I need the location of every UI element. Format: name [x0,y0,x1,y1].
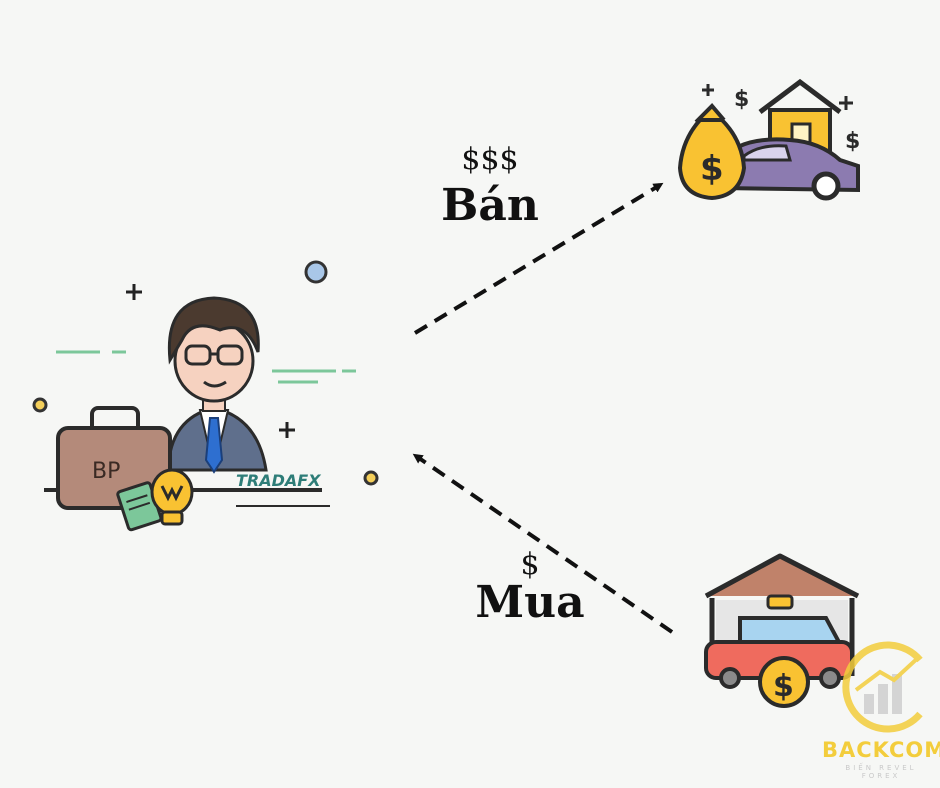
watermark-brand: BACKCOM [822,738,940,762]
desk-brand: TRADAFX [236,471,321,490]
buy-price-label: $ [520,547,540,582]
sell-arrow [413,182,664,335]
watermark-tagline: BIẾN REVEL FOREX [845,764,917,780]
svg-text:$: $ [700,149,724,189]
svg-text:$: $ [845,129,860,154]
sell-label: Bán [441,180,539,231]
buy-label: Mua [475,577,585,628]
buy-arrow [412,453,674,634]
trader-illustration: BP TRADAFX [32,260,379,532]
sell-price-label: $$$ [461,142,519,177]
assets-illustration: $ $ $ [677,78,860,201]
svg-text:$: $ [734,87,749,112]
svg-text:$: $ [773,669,794,704]
briefcase-text: BP [92,459,120,484]
backcom-logo [842,641,923,733]
garage-car-illustration: $ [704,553,860,708]
